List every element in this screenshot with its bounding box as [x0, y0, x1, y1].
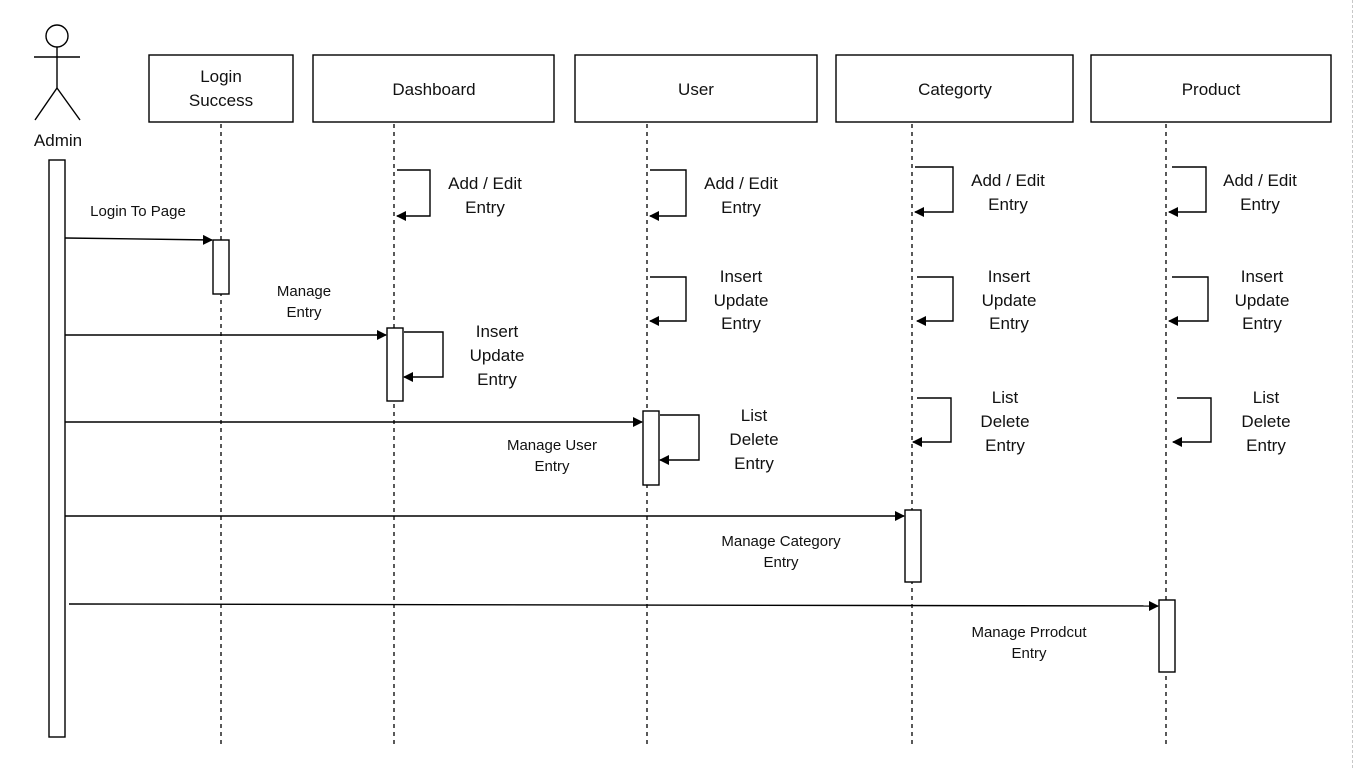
- self-call-arrow-category-insert: [916, 276, 954, 326]
- dashboard-activation-bar: [386, 327, 404, 402]
- self-call-dashboard-insert-line-3: Entry: [477, 370, 517, 389]
- self-call-product-add-edit-line-2: Entry: [1240, 195, 1280, 214]
- self-call-user-list-line-1: List: [741, 406, 768, 425]
- message-label-category-line-1: Manage Category: [721, 533, 841, 550]
- self-call-product-list-line-1: List: [1253, 388, 1280, 407]
- self-call-arrow-user-insert: [649, 276, 687, 326]
- message-label-user-line-2: Entry: [534, 458, 570, 475]
- self-calls: Add / Edit Entry Insert Update Entry Add…: [396, 166, 1297, 473]
- self-call-user-insert-line-3: Entry: [721, 314, 761, 333]
- messages: Login To Page Manage Entry Manage User E…: [64, 203, 1159, 662]
- self-call-dashboard-insert-line-1: Insert: [476, 322, 519, 341]
- message-label-user-line-1: Manage User: [507, 437, 597, 454]
- self-call-product-insert-line-1: Insert: [1241, 267, 1284, 286]
- product-label: Product: [1182, 80, 1241, 99]
- self-call-category-insert-line-2: Update: [982, 291, 1037, 310]
- page-edge-guide: [1352, 0, 1353, 768]
- category-activation-bar: [904, 509, 922, 583]
- self-call-product-insert-line-3: Entry: [1242, 314, 1282, 333]
- admin-actor: Admin: [34, 24, 82, 738]
- self-call-user-add-edit-line-1: Add / Edit: [704, 174, 778, 193]
- user-label: User: [678, 80, 714, 99]
- login-activation-bar: [212, 239, 230, 295]
- self-call-category-list-line-1: List: [992, 388, 1019, 407]
- admin-activation-bar: [48, 159, 66, 738]
- self-call-category-list-line-2: Delete: [980, 412, 1029, 431]
- self-call-arrow-dashboard-insert: [403, 331, 444, 382]
- message-arrow-product: [68, 600, 1159, 611]
- self-call-arrow-category-add-edit: [914, 166, 954, 217]
- self-call-product-list-line-3: Entry: [1246, 436, 1286, 455]
- actor-head: [45, 24, 69, 48]
- message-label-product-line-2: Entry: [1011, 645, 1047, 662]
- category-label: Categorty: [918, 80, 992, 99]
- message-arrow-login: [64, 234, 213, 245]
- self-call-category-insert-line-3: Entry: [989, 314, 1029, 333]
- category-box: [835, 54, 1074, 123]
- self-call-category-insert-line-1: Insert: [988, 267, 1031, 286]
- self-call-category-add-edit-line-1: Add / Edit: [971, 171, 1045, 190]
- actor-left-leg: [34, 87, 58, 121]
- self-call-dashboard-insert-line-2: Update: [470, 346, 525, 365]
- user-box: [574, 54, 818, 123]
- dashboard-box: [312, 54, 555, 123]
- self-call-user-list-line-3: Entry: [734, 454, 774, 473]
- actor-right-leg: [56, 87, 81, 121]
- self-call-user-list-line-2: Delete: [729, 430, 778, 449]
- message-label-dashboard-line-2: Entry: [286, 304, 322, 321]
- login-label-line-2: Success: [189, 91, 253, 110]
- self-call-user-add-edit-line-2: Entry: [721, 198, 761, 217]
- self-call-arrow-dashboard-add-edit: [396, 169, 431, 221]
- self-call-arrow-category-list: [912, 397, 952, 447]
- product-box: [1090, 54, 1332, 123]
- participants: Login Success Dashboard User Categorty P…: [148, 54, 1332, 745]
- message-label-dashboard-line-1: Manage: [277, 283, 331, 300]
- self-call-product-list-line-2: Delete: [1241, 412, 1290, 431]
- message-label-category-line-2: Entry: [763, 554, 799, 571]
- user-activation-bar: [642, 410, 660, 486]
- self-call-arrow-user-list: [659, 414, 700, 465]
- login-label-line-1: Login: [200, 67, 242, 86]
- actor-label: Admin: [34, 131, 82, 150]
- self-call-arrow-product-list: [1172, 397, 1212, 447]
- login-box: [148, 54, 294, 123]
- message-label-login: Login To Page: [90, 203, 186, 220]
- self-call-dashboard-add-edit-line-1: Add / Edit: [448, 174, 522, 193]
- product-activation-bar: [1158, 599, 1176, 673]
- self-call-product-add-edit-line-1: Add / Edit: [1223, 171, 1297, 190]
- self-call-category-add-edit-line-2: Entry: [988, 195, 1028, 214]
- self-call-user-insert-line-2: Update: [714, 291, 769, 310]
- self-call-user-insert-line-1: Insert: [720, 267, 763, 286]
- self-call-dashboard-add-edit-line-2: Entry: [465, 198, 505, 217]
- dashboard-label: Dashboard: [392, 80, 475, 99]
- self-call-category-list-line-3: Entry: [985, 436, 1025, 455]
- self-call-arrow-user-add-edit: [649, 169, 687, 221]
- self-call-arrow-product-insert: [1168, 276, 1209, 326]
- message-label-product-line-1: Manage Prrodcut: [971, 624, 1087, 641]
- self-call-arrow-product-add-edit: [1168, 166, 1207, 217]
- self-call-product-insert-line-2: Update: [1235, 291, 1290, 310]
- activation-bars: [212, 239, 1176, 673]
